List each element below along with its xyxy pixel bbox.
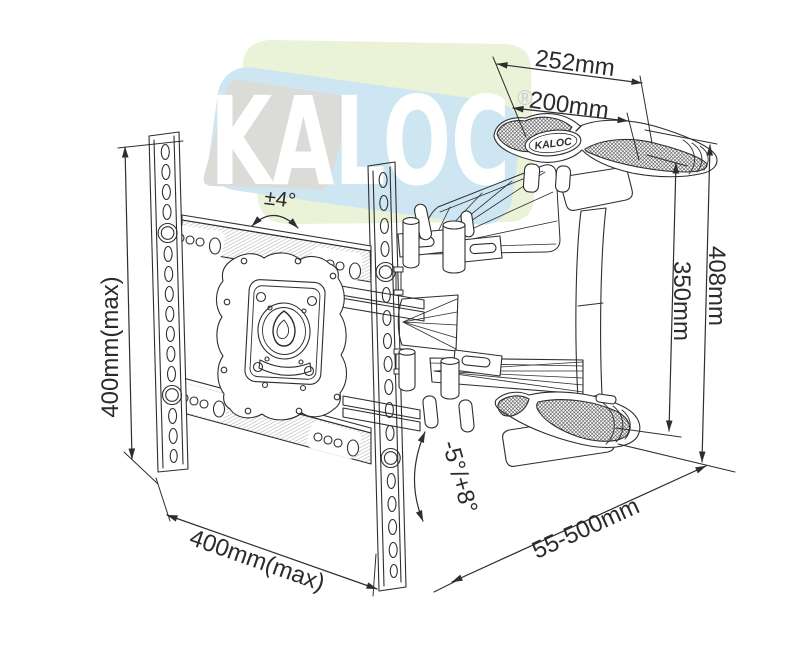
vesa-plate	[215, 252, 348, 421]
foot-mesh-right	[536, 399, 631, 442]
brand-watermark: KALOC	[203, 40, 534, 225]
arm-foot	[494, 391, 641, 449]
right-wall-rail	[367, 161, 407, 592]
dim-label-arm-outer-height: 408mm	[703, 245, 730, 327]
registered-trademark-symbol: ®	[517, 87, 533, 110]
dim-252mm	[492, 56, 653, 144]
dim-400mm-width	[155, 477, 378, 597]
keyhole-teardrop	[272, 310, 296, 347]
dim-label-swivel-angle: ±4°	[262, 186, 298, 213]
pivot-posts	[398, 203, 475, 433]
dim-350mm	[615, 154, 688, 438]
swivel-arc-arrow	[251, 214, 299, 229]
watermark-text: KALOC	[210, 71, 510, 213]
foot-mesh-left	[497, 395, 530, 417]
arm-assembly	[397, 113, 718, 467]
dimension-lines	[117, 56, 736, 597]
dim-408mm	[617, 129, 736, 473]
watermark-gray-shape	[203, 79, 352, 190]
left-wall-rail	[148, 131, 189, 473]
tv-bracket	[502, 167, 633, 467]
dim-label-wall-plate-height: 400mm(max)	[97, 276, 124, 418]
tilt-arc-arrow	[413, 431, 426, 522]
dim-400mm-height	[117, 140, 184, 485]
badge-text: KALOC	[534, 136, 573, 153]
dim-55-500mm	[433, 465, 707, 593]
dim-200mm	[512, 105, 640, 161]
dim-label-arm-inner-height: 350mm	[668, 260, 695, 342]
middle-fan-arm	[397, 294, 459, 352]
